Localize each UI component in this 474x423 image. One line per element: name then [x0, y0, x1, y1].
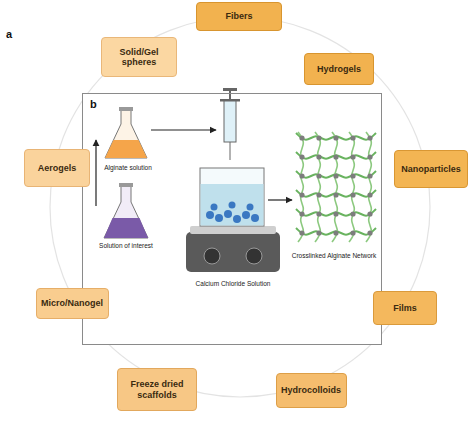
product-box: Micro/Nanogel: [36, 288, 109, 319]
box-label: Fibers: [225, 11, 252, 21]
ring-circle: [50, 17, 430, 397]
box-label: Micro/Nanogel: [41, 298, 103, 308]
syringe: [220, 88, 240, 160]
flow-arrow: [95, 140, 96, 206]
panel-letter: a: [6, 28, 12, 40]
solution-flask: [104, 183, 148, 238]
crosslinked-network: [296, 132, 376, 242]
box-label: Nanoparticles: [401, 164, 461, 174]
illustration-label: Calcium Chloride Solution: [196, 280, 271, 287]
product-box: Films: [373, 291, 437, 325]
box-label: Hydrogels: [317, 64, 361, 74]
flow-arrow: [268, 199, 292, 200]
product-box: Freeze dried scaffolds: [117, 368, 197, 411]
product-box: Nanoparticles: [394, 150, 468, 188]
product-box: Hydrocolloids: [276, 373, 347, 408]
box-label: Films: [393, 303, 417, 313]
illustration-label: Crosslinked Alginate Network: [292, 252, 377, 259]
box-label: Solid/Gel spheres: [102, 47, 176, 68]
box-label: Aerogels: [38, 163, 77, 173]
illustration-label: Solution of interest: [99, 242, 153, 249]
product-box: Hydrogels: [304, 53, 374, 85]
box-label: Hydrocolloids: [281, 385, 341, 395]
panel-letter: b: [90, 98, 97, 111]
inset-ground: [82, 93, 382, 345]
flow-arrow: [151, 129, 216, 130]
beaker-on-stirrer: [186, 168, 280, 272]
inset-panel: b: [82, 93, 382, 345]
product-box: Aerogels: [24, 149, 90, 187]
product-box: Fibers: [196, 2, 282, 31]
alginate-flask: [105, 107, 147, 158]
box-label: Freeze dried scaffolds: [118, 379, 196, 400]
product-box: Solid/Gel spheres: [101, 37, 177, 77]
illustration-label: Alginate solution: [104, 164, 152, 171]
